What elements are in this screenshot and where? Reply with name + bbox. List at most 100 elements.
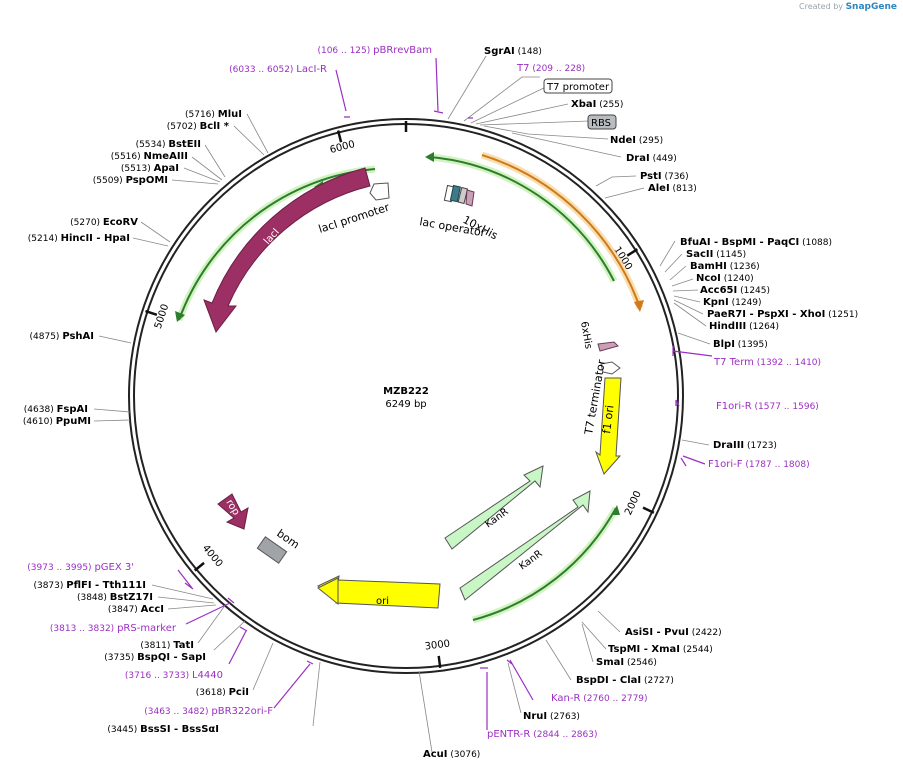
snapgene-logo: SnapGene xyxy=(845,2,897,12)
primer-range: (1392 .. 1410) xyxy=(754,358,821,368)
primer-label[interactable]: (6033 .. 6052) LacI-R xyxy=(229,64,327,75)
primer-name: pBRrevBam xyxy=(373,45,432,56)
enzyme-site-label[interactable]: NcoI (1240) xyxy=(696,273,754,284)
enzyme-site-label[interactable]: (4610) PpuMI xyxy=(23,416,91,427)
enzyme-name: DraI xyxy=(626,153,650,164)
enzyme-site-label[interactable]: SmaI (2546) xyxy=(596,657,657,668)
enzyme-site-label[interactable]: (3847) AccI xyxy=(108,604,164,615)
primer-label[interactable]: F1ori-F (1787 .. 1808) xyxy=(708,459,810,470)
enzyme-position: (1145) xyxy=(713,250,746,260)
enzyme-site-label[interactable]: (5513) ApaI xyxy=(121,163,179,174)
enzyme-position: (3076) xyxy=(448,750,481,760)
enzyme-name: PciI xyxy=(229,687,249,698)
enzyme-position: (5716) xyxy=(185,110,218,120)
enzyme-site-label[interactable]: (5214) HincII - HpaI xyxy=(28,233,130,244)
enzyme-site-label[interactable]: DraIII (1723) xyxy=(713,440,777,451)
f1-ori-feature[interactable] xyxy=(594,377,622,475)
snapgene-credit: Created by SnapGene xyxy=(799,2,897,12)
t7-promoter-label: T7 promoter xyxy=(546,82,610,93)
kanr-feature-a[interactable] xyxy=(444,465,544,550)
primer-range: (1577 .. 1596) xyxy=(752,402,819,412)
enzyme-site-label[interactable]: BspDI - ClaI (2727) xyxy=(576,675,674,686)
kanr-feature-b[interactable] xyxy=(459,490,591,601)
enzyme-site-label[interactable]: AsiSI - PvuI (2422) xyxy=(625,627,722,638)
enzyme-name: NcoI xyxy=(696,273,721,284)
his6-feature[interactable] xyxy=(597,341,619,352)
enzyme-site-label[interactable]: (3618) PciI xyxy=(196,687,249,698)
enzyme-site-label[interactable]: (3848) BstZ17I xyxy=(77,592,153,603)
enzyme-site-label[interactable]: SgrAI (148) xyxy=(484,46,542,57)
rop-feature[interactable] xyxy=(217,493,249,530)
enzyme-name: BfuAI - BspMI - PaqCI xyxy=(680,237,799,248)
enzyme-site-label[interactable]: (4638) FspAI xyxy=(24,404,88,415)
primer-label[interactable]: (106 .. 125) pBRrevBam xyxy=(317,45,432,56)
enzyme-position: (2544) xyxy=(680,645,713,655)
primer-label[interactable]: (3973 .. 3995) pGEX 3' xyxy=(27,562,134,573)
enzyme-site-label[interactable]: Acc65I (1245) xyxy=(700,285,770,296)
primer-label[interactable]: (3716 .. 3733) L4440 xyxy=(125,670,223,681)
enzyme-position: (3445) xyxy=(107,725,140,735)
enzyme-position: (1723) xyxy=(744,441,777,451)
enzyme-position: (449) xyxy=(650,154,677,164)
enzyme-site-label[interactable]: (3811) TatI xyxy=(140,640,194,651)
enzyme-site-label[interactable]: AleI (813) xyxy=(648,183,697,194)
enzyme-site-label[interactable]: TspMI - XmaI (2544) xyxy=(608,644,713,655)
primer-name: F1ori-R xyxy=(716,401,752,412)
laci-promoter-label: lacI promoter xyxy=(317,201,391,236)
enzyme-site-label[interactable]: PaeR7I - PspXI - XhoI (1251) xyxy=(707,309,858,320)
enzyme-name: TspMI - XmaI xyxy=(608,644,680,655)
enzyme-site-label[interactable]: (5270) EcoRV xyxy=(70,217,138,228)
enzyme-position: (2546) xyxy=(624,658,657,668)
enzyme-name: BstZ17I xyxy=(110,592,153,603)
primer-label[interactable]: T7 (209 .. 228) xyxy=(516,63,585,74)
lac-operator-feature[interactable] xyxy=(443,184,475,207)
tick-label-6000: 6000 xyxy=(329,139,356,156)
enzyme-site-label[interactable]: (5702) BclI * xyxy=(167,121,230,132)
enzyme-site-label[interactable]: KpnI (1249) xyxy=(703,297,762,308)
enzyme-site-label[interactable]: (5534) BstEII xyxy=(136,139,201,150)
t7-promoter-box: T7 promoter xyxy=(543,78,613,94)
bom-feature[interactable] xyxy=(256,536,288,564)
enzyme-site-label[interactable]: DraI (449) xyxy=(626,153,677,164)
enzyme-position: (5534) xyxy=(136,140,169,150)
enzyme-site-label[interactable]: (5509) PspOMI xyxy=(93,175,168,186)
t7-terminator-feature[interactable] xyxy=(600,361,621,375)
enzyme-site-label[interactable]: BamHI (1236) xyxy=(690,261,760,272)
primer-label[interactable]: (3813 .. 3832) pRS-marker xyxy=(50,623,177,634)
enzyme-site-label[interactable]: BfuAI - BspMI - PaqCI (1088) xyxy=(680,237,832,248)
enzyme-site-label[interactable]: NruI (2763) xyxy=(523,711,580,722)
enzyme-site-label[interactable]: AcuI (3076) xyxy=(423,749,480,760)
orf-arcs xyxy=(175,151,644,624)
primer-label[interactable]: (3463 .. 3482) pBR322ori-F xyxy=(144,706,273,717)
enzyme-site-label[interactable]: SacII (1145) xyxy=(686,249,746,260)
enzyme-name: MluI xyxy=(218,109,242,120)
enzyme-site-label[interactable]: (3873) PflFI - Tth111I xyxy=(33,580,146,591)
enzyme-site-label[interactable]: XbaI (255) xyxy=(571,99,623,110)
enzyme-position: (3847) xyxy=(108,605,141,615)
enzyme-position: (5214) xyxy=(28,234,61,244)
enzyme-site-label[interactable]: (3735) BspQI - SapI xyxy=(104,652,206,663)
laci-promoter-feature[interactable] xyxy=(369,182,390,201)
enzyme-site-label[interactable]: BlpI (1395) xyxy=(713,339,768,350)
enzyme-site-label[interactable]: NdeI (295) xyxy=(610,135,663,146)
primer-label[interactable]: T7 Term (1392 .. 1410) xyxy=(713,357,821,368)
enzyme-site-label[interactable]: (3445) BssSI - BssSαI xyxy=(107,724,219,735)
primer-range: (3813 .. 3832) xyxy=(50,624,117,634)
primer-label[interactable]: F1ori-R (1577 .. 1596) xyxy=(716,401,819,412)
enzyme-name: AcuI xyxy=(423,749,448,760)
enzyme-position: (5702) xyxy=(167,122,200,132)
enzyme-site-label[interactable]: (4875) PshAI xyxy=(30,331,94,342)
enzyme-site-label[interactable]: PstI (736) xyxy=(640,171,689,182)
enzyme-site-label[interactable]: (5516) NmeAIII xyxy=(111,151,188,162)
tick-label-3000: 3000 xyxy=(424,638,451,652)
primer-label[interactable]: pENTR-R (2844 .. 2863) xyxy=(487,729,598,740)
laci-feature[interactable] xyxy=(203,167,371,334)
primer-range: (6033 .. 6052) xyxy=(229,65,296,75)
primer-name: pGEX 3' xyxy=(94,562,134,573)
enzyme-position: (295) xyxy=(636,136,663,146)
enzyme-site-label[interactable]: HindIII (1264) xyxy=(709,321,779,332)
enzyme-name: PflFI - Tth111I xyxy=(66,580,146,591)
enzyme-site-label[interactable]: (5716) MluI xyxy=(185,109,242,120)
primer-label[interactable]: Kan-R (2760 .. 2779) xyxy=(551,693,648,704)
